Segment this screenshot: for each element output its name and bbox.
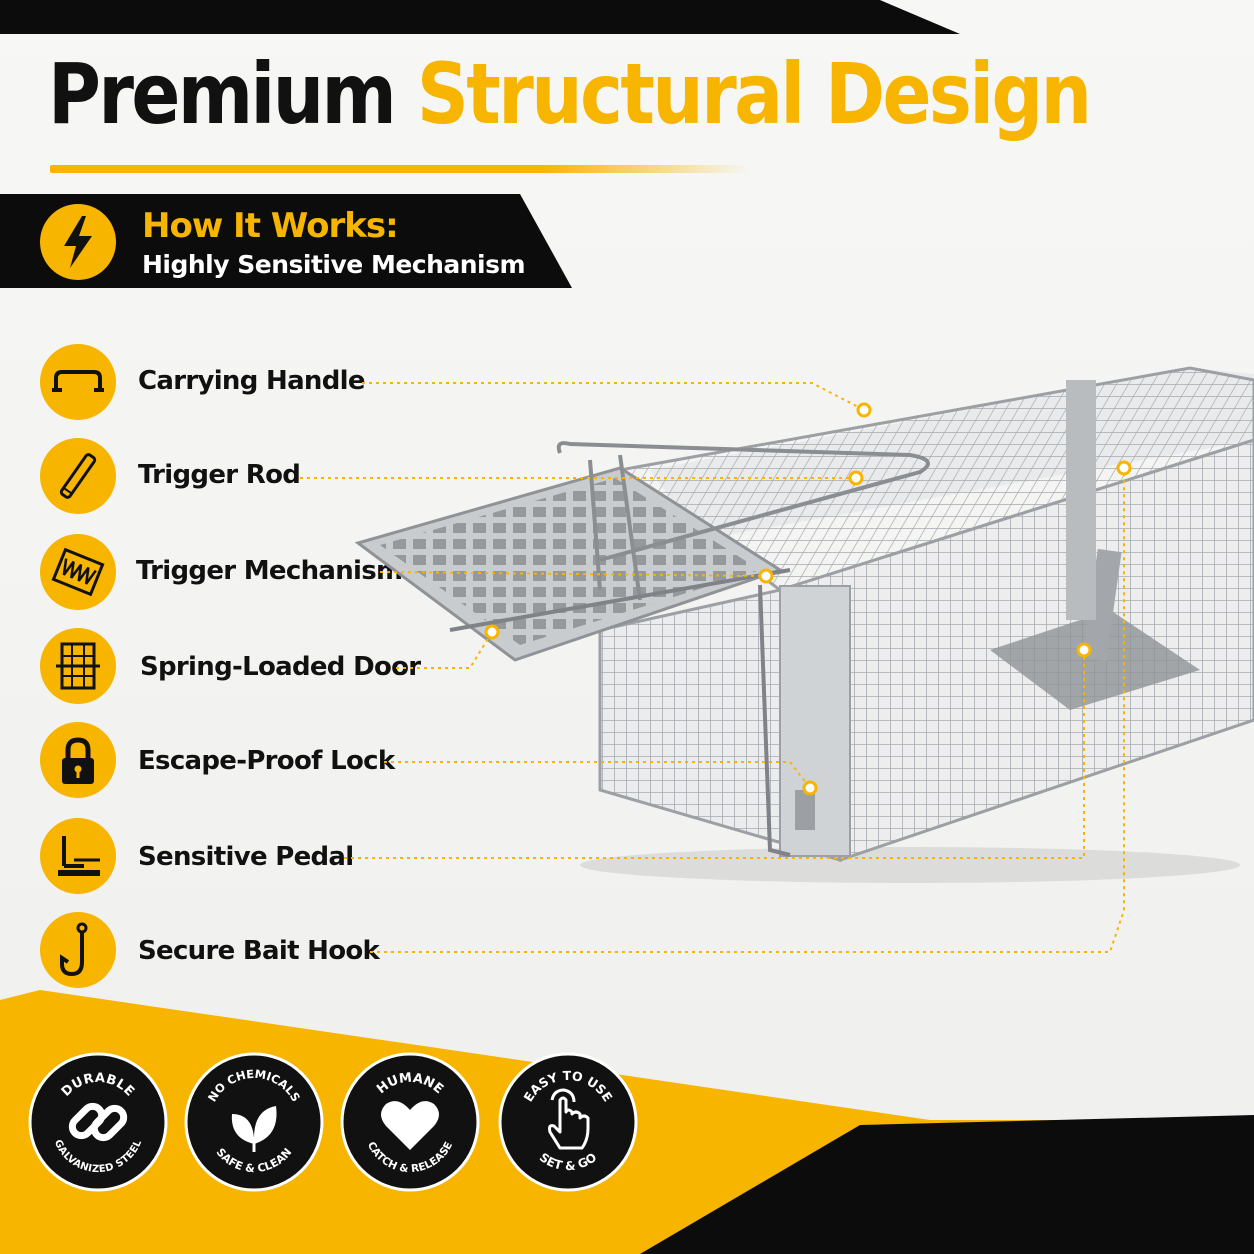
cage-trap-image	[354, 366, 1254, 883]
padlock-icon	[40, 722, 116, 798]
tap-hand-icon	[548, 1088, 590, 1150]
hotspot-carrying-handle	[856, 402, 872, 418]
feature-label-carrying-handle: Carrying Handle	[138, 366, 365, 396]
page-title: Premium Structural Design	[48, 52, 1092, 136]
badge-humane: HUMANE CATCH & RELEASE	[340, 1052, 480, 1192]
hook-icon	[40, 912, 116, 988]
feature-label-escape-proof-lock: Escape-Proof Lock	[138, 746, 395, 776]
feature-label-sensitive-pedal: Sensitive Pedal	[138, 842, 354, 872]
lightning-bolt-icon	[40, 204, 116, 280]
how-it-works-banner	[0, 194, 572, 288]
top-decor-band	[0, 0, 960, 34]
badge-durable: DURABLE GALVANIZED STEEL	[28, 1052, 168, 1192]
chain-link-icon	[68, 1102, 128, 1142]
hotspot-trigger-mechanism	[758, 568, 774, 584]
badge-easy-to-use-bottom: SET & GO	[537, 1150, 599, 1173]
leaf-icon	[231, 1106, 277, 1152]
pedal-icon	[40, 818, 116, 894]
badge-no-chemicals: NO CHEMICALS SAFE & CLEAN	[184, 1052, 324, 1192]
rod-icon	[40, 438, 116, 514]
feature-label-trigger-rod: Trigger Rod	[138, 460, 301, 490]
heart-icon	[381, 1101, 439, 1150]
feature-callout-lines	[300, 382, 1132, 953]
title-word-dark: Premium	[48, 45, 397, 143]
hotspot-sensitive-pedal	[1076, 642, 1092, 658]
hotspot-spring-loaded-door	[484, 624, 500, 640]
door-icon	[40, 628, 116, 704]
how-it-works-subtitle: Highly Sensitive Mechanism	[142, 250, 526, 279]
feature-label-spring-loaded-door: Spring-Loaded Door	[140, 652, 421, 682]
handle-icon	[40, 344, 116, 420]
title-word-accent: Structural Design	[416, 45, 1092, 143]
feature-label-secure-bait-hook: Secure Bait Hook	[138, 936, 380, 966]
feature-label-trigger-mechanism: Trigger Mechanism	[136, 556, 403, 586]
svg-text:SET & GO: SET & GO	[537, 1150, 599, 1173]
hotspot-escape-proof-lock	[802, 780, 818, 796]
how-it-works-title: How It Works:	[142, 206, 399, 246]
badge-easy-to-use: EASY TO USE SET & GO	[498, 1052, 638, 1192]
hotspot-secure-bait-hook	[1116, 460, 1132, 476]
spring-icon	[40, 534, 116, 610]
hotspot-trigger-rod	[848, 470, 864, 486]
title-underline	[50, 165, 750, 173]
